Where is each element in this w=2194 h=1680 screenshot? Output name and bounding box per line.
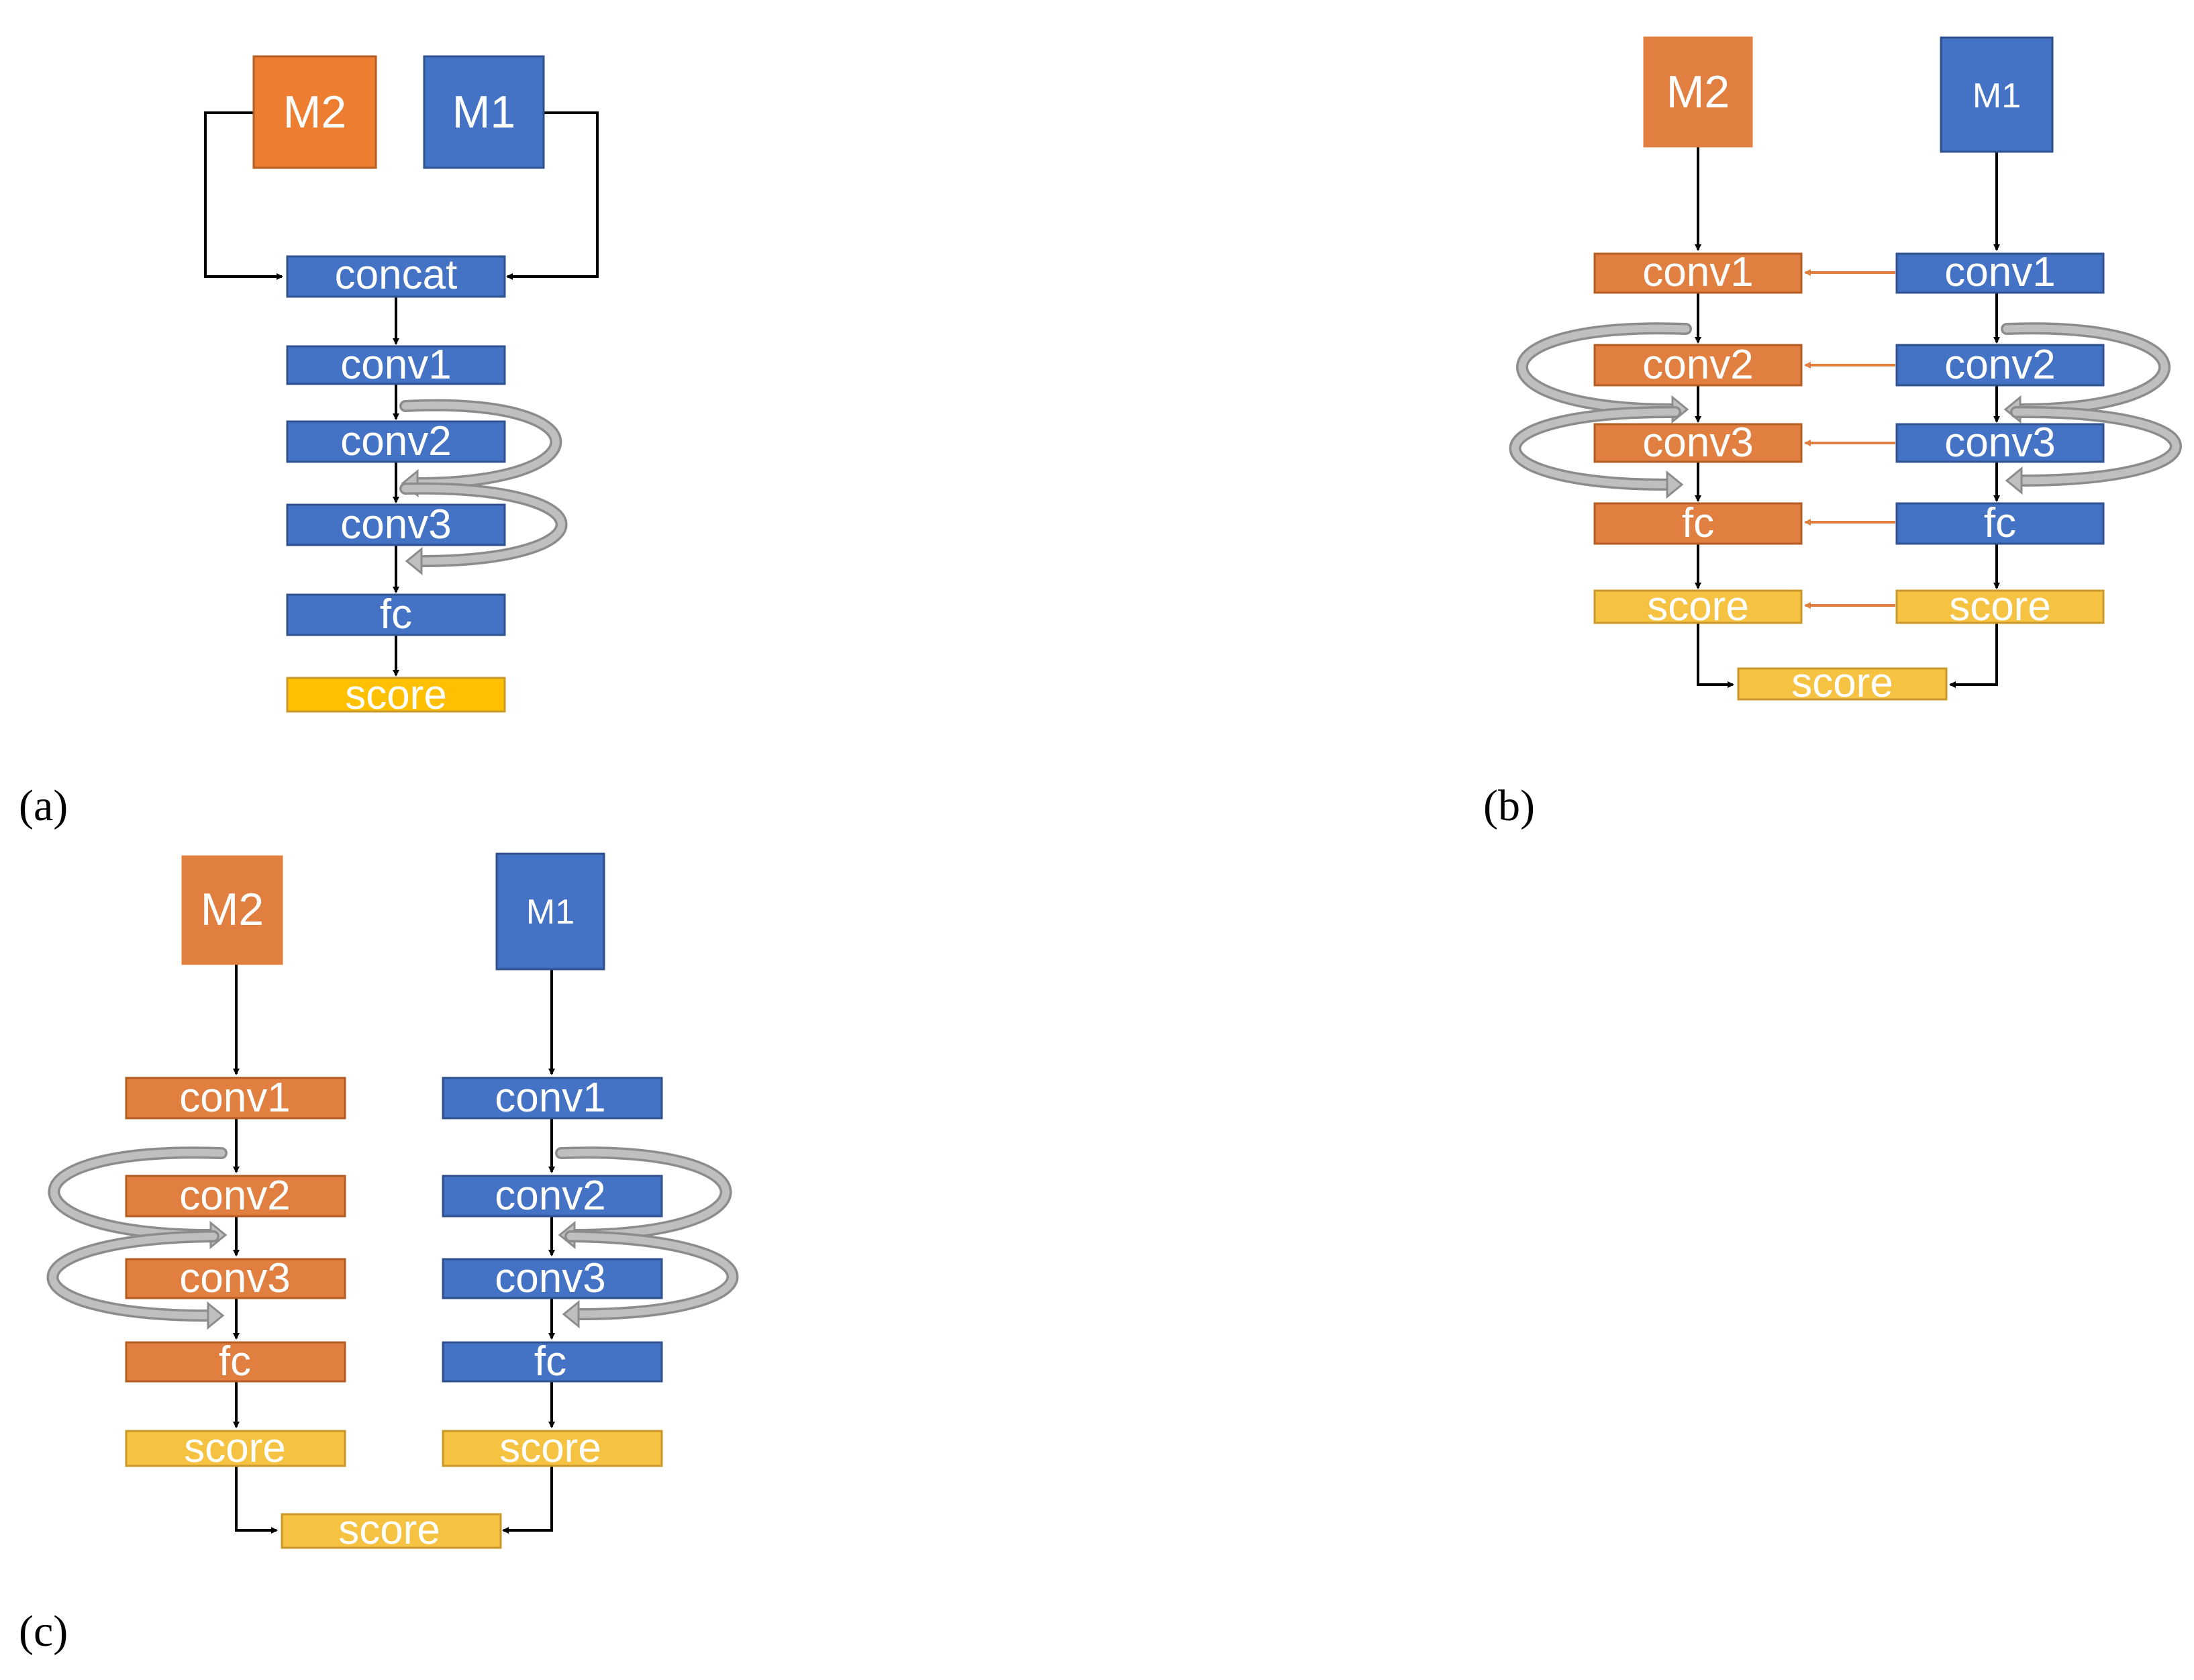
- edge-b-l-score-final: [1697, 623, 1734, 688]
- node-b-l-conv2: conv2: [1593, 342, 1803, 388]
- node-b-r-conv2: conv2: [1895, 342, 2105, 388]
- skip-loop-b-l2: [1509, 405, 1684, 499]
- panel-label-c: (c): [19, 1607, 68, 1656]
- node-b-r-conv1: conv1: [1895, 249, 2105, 295]
- label-b-final-score: score: [1791, 660, 1893, 706]
- node-a-m2: M2: [252, 55, 377, 169]
- label-c-r-conv3: conv3: [495, 1255, 605, 1301]
- label-b-r-score: score: [1949, 583, 2051, 630]
- node-c-final-score: score: [281, 1507, 502, 1553]
- skip-loop-c-r2: [562, 1230, 739, 1329]
- label-a-score: score: [345, 672, 447, 718]
- label-a-conv2: conv2: [340, 418, 451, 464]
- edge-m1-concat: [506, 111, 599, 280]
- label-a-concat: concat: [335, 252, 458, 298]
- node-a-conv3: conv3: [286, 501, 506, 548]
- node-c-r-conv3: conv3: [442, 1255, 663, 1301]
- label-c-m2: M2: [201, 884, 264, 935]
- edge-c-r-score-final: [502, 1466, 553, 1534]
- node-a-concat: concat: [286, 252, 506, 298]
- node-c-m1: M1: [495, 852, 605, 971]
- panel-b: M2 M1 conv1 conv2 conv3 fc score: [1483, 36, 2182, 830]
- label-a-conv1: conv1: [340, 342, 451, 388]
- node-c-l-fc: fc: [125, 1338, 346, 1385]
- node-b-r-conv3: conv3: [1895, 419, 2105, 466]
- node-a-m1: M1: [423, 55, 545, 169]
- panel-a: M2 M1 concat conv1 conv2 conv3 fc score: [19, 55, 599, 830]
- node-c-r-conv2: conv2: [442, 1173, 663, 1219]
- label-b-l-conv2: conv2: [1642, 342, 1753, 388]
- node-b-r-score: score: [1895, 583, 2105, 630]
- label-c-r-conv2: conv2: [495, 1173, 605, 1219]
- label-c-m1: M1: [526, 893, 575, 932]
- label-c-l-conv2: conv2: [179, 1173, 290, 1219]
- node-b-l-conv3: conv3: [1593, 419, 1803, 466]
- node-c-r-conv1: conv1: [442, 1075, 663, 1121]
- node-a-conv1: conv1: [286, 342, 506, 388]
- node-b-m2: M2: [1643, 36, 1753, 148]
- panel-label-a: (a): [19, 781, 68, 830]
- label-b-l-conv3: conv3: [1642, 419, 1753, 466]
- label-b-r-conv2: conv2: [1944, 342, 2055, 388]
- node-b-r-fc: fc: [1895, 500, 2105, 546]
- label-b-l-score: score: [1647, 583, 1749, 630]
- label-c-l-score: score: [184, 1425, 286, 1471]
- label-b-m1: M1: [1973, 77, 2021, 115]
- node-c-l-conv1: conv1: [125, 1075, 346, 1121]
- label-c-r-conv1: conv1: [495, 1075, 605, 1121]
- skip-loop-c-l2: [46, 1230, 225, 1330]
- node-c-r-fc: fc: [442, 1338, 663, 1385]
- label-b-r-fc: fc: [1984, 500, 2016, 546]
- label-c-r-score: score: [499, 1425, 601, 1471]
- label-c-r-fc: fc: [534, 1338, 566, 1385]
- label-b-l-conv1: conv1: [1642, 249, 1753, 295]
- node-b-l-fc: fc: [1593, 500, 1803, 546]
- label-c-l-fc: fc: [219, 1338, 251, 1385]
- label-b-r-conv3: conv3: [1944, 419, 2055, 466]
- node-a-conv2: conv2: [286, 418, 506, 464]
- label-b-m2: M2: [1666, 66, 1730, 117]
- panel-label-b: (b): [1483, 781, 1535, 830]
- node-b-m1: M1: [1940, 36, 2054, 153]
- panel-c: M2 M1 conv1 conv2 conv3 fc score: [19, 852, 739, 1656]
- label-b-l-fc: fc: [1682, 500, 1714, 546]
- edge-m2-concat: [204, 111, 283, 280]
- node-c-r-score: score: [442, 1425, 663, 1471]
- label-c-l-conv1: conv1: [179, 1075, 290, 1121]
- node-c-l-conv2: conv2: [125, 1173, 346, 1219]
- edge-b-r-score-final: [1949, 623, 1998, 688]
- label-c-l-conv3: conv3: [179, 1255, 290, 1301]
- skip-loop-a-2: [399, 482, 568, 576]
- node-b-final-score: score: [1737, 660, 1948, 706]
- node-a-score: score: [286, 672, 506, 718]
- node-a-fc: fc: [286, 591, 506, 638]
- node-b-l-score: score: [1593, 583, 1803, 630]
- label-a-fc: fc: [380, 591, 412, 638]
- label-c-final-score: score: [338, 1507, 440, 1553]
- node-c-m2: M2: [181, 855, 283, 965]
- edge-c-l-score-final: [235, 1466, 278, 1534]
- label-a-conv3: conv3: [340, 501, 451, 548]
- node-c-l-conv3: conv3: [125, 1255, 346, 1301]
- node-c-l-score: score: [125, 1425, 346, 1471]
- label-b-r-conv1: conv1: [1944, 249, 2055, 295]
- skip-loop-b-r2: [2005, 405, 2182, 495]
- label-a-m1: M1: [452, 87, 515, 138]
- label-a-m2: M2: [283, 87, 346, 138]
- node-b-l-conv1: conv1: [1593, 249, 1803, 295]
